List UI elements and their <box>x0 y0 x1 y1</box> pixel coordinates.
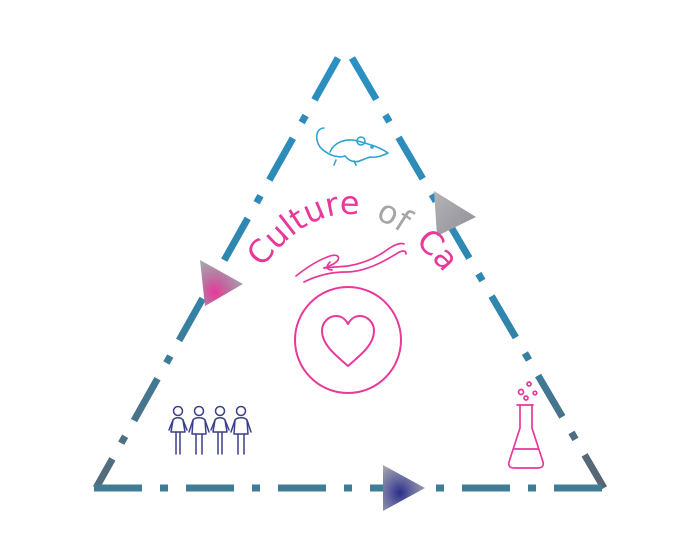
mouse-icon <box>315 127 389 166</box>
lab-flask-icon <box>507 381 545 469</box>
people-group-icon <box>168 405 252 455</box>
title-word-of: of <box>372 191 419 240</box>
right-direction-arrow <box>434 191 476 236</box>
right-edge-line <box>348 56 608 490</box>
left-edge-line <box>92 56 342 490</box>
triangle-frame <box>92 56 610 492</box>
heart-in-circle-icon <box>294 286 402 394</box>
bottom-direction-arrow <box>383 465 425 511</box>
left-direction-arrow <box>200 260 243 306</box>
caring-hand-icon <box>295 242 407 283</box>
